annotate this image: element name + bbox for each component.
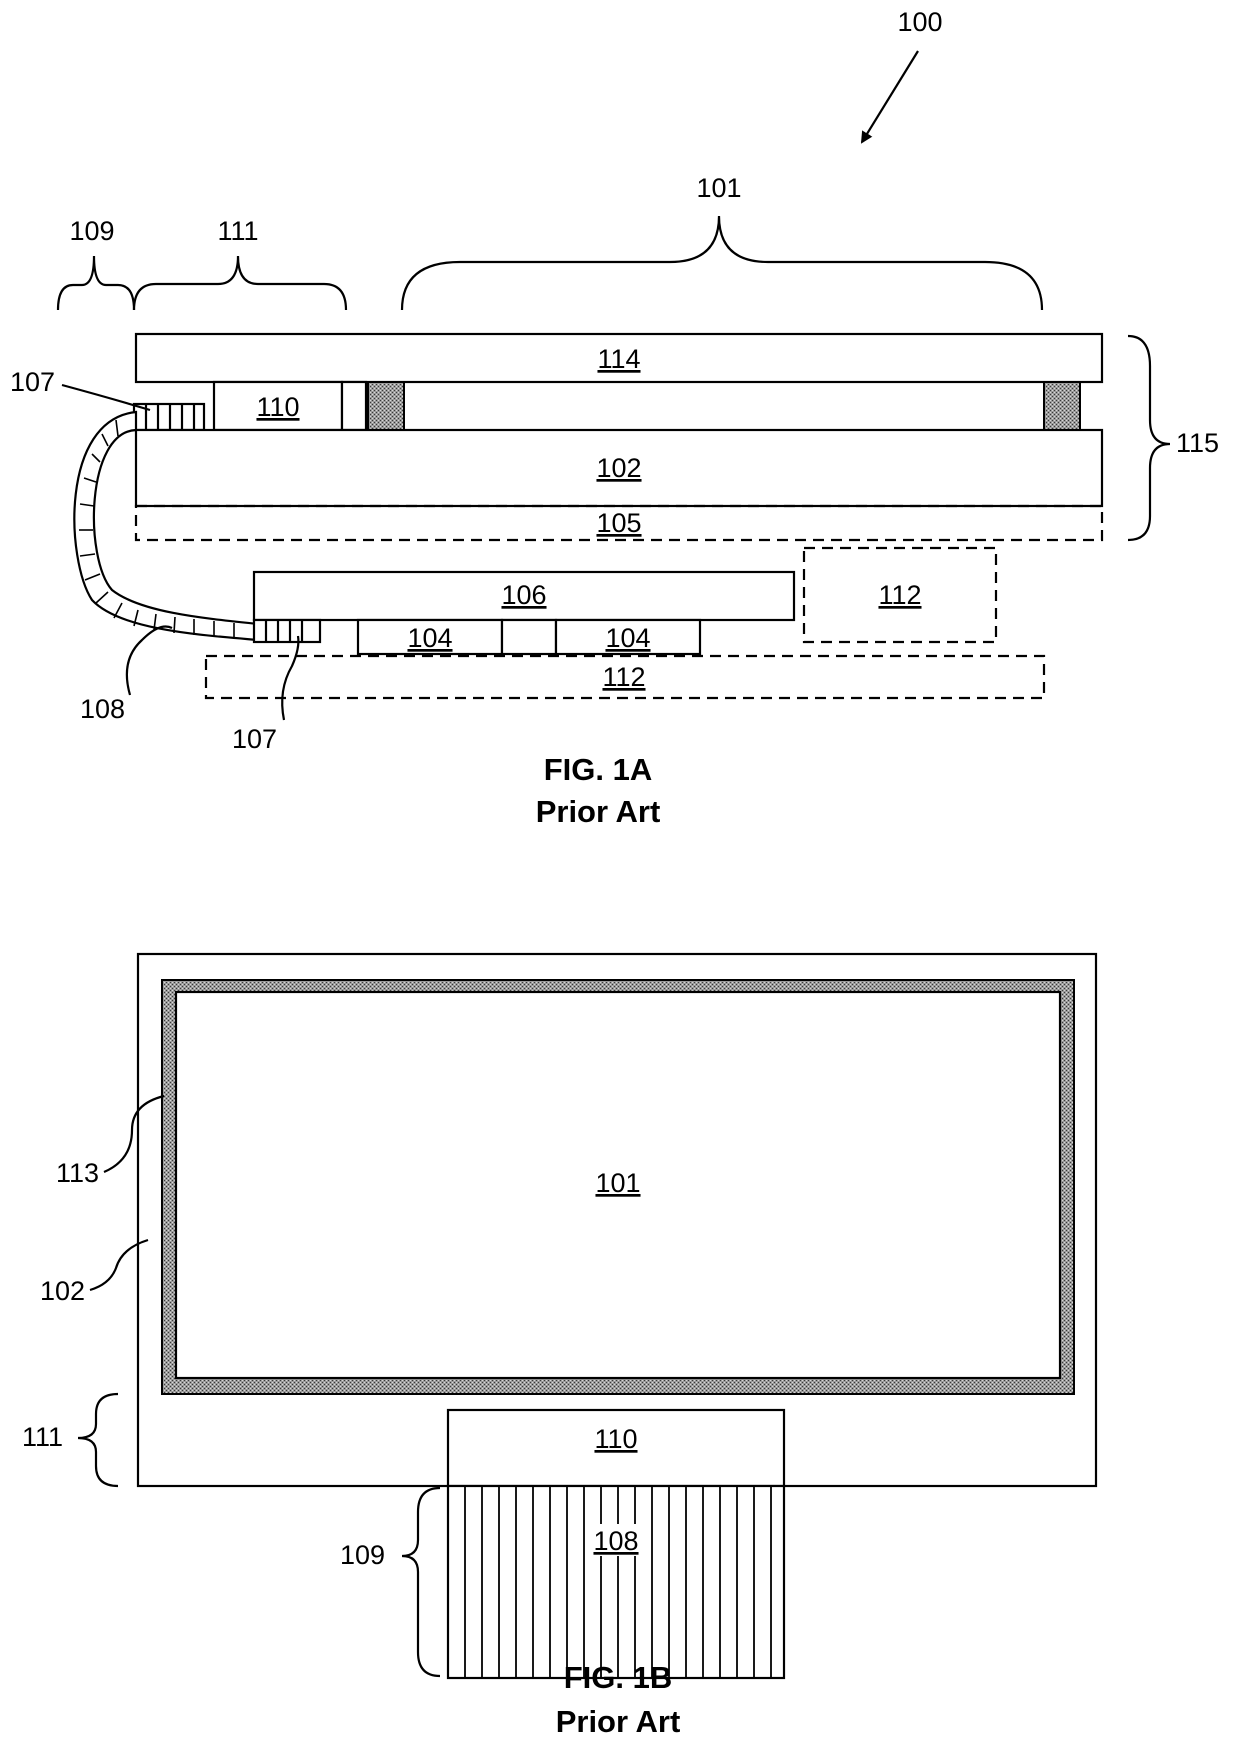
label-110: 110: [256, 392, 299, 422]
figure-1b: 101 113 102 111 110: [22, 954, 1096, 1739]
label-102: 102: [596, 453, 641, 483]
label-101-brace: 101: [696, 173, 741, 203]
label-110-b: 110: [594, 1424, 637, 1454]
label-115: 115: [1176, 428, 1219, 458]
label-105: 105: [596, 508, 641, 538]
label-113: 113: [56, 1158, 99, 1188]
spacer-block: [342, 382, 366, 430]
label-109-b: 109: [340, 1540, 385, 1570]
label-108-b: 108: [593, 1526, 638, 1556]
label-107-bottom: 107: [232, 724, 277, 754]
label-109-brace: 109: [69, 216, 114, 246]
seal-right: [1044, 382, 1080, 430]
label-114: 114: [597, 344, 640, 374]
caption-fig-1b-sub: Prior Art: [556, 1704, 681, 1739]
label-101-center: 101: [595, 1168, 640, 1198]
caption-fig-1a: FIG. 1A: [544, 752, 653, 787]
connector-107-bottom: [254, 620, 320, 642]
label-104-left: 104: [407, 623, 452, 653]
brace-115: [1128, 336, 1170, 540]
brace-101: [402, 216, 1042, 310]
label-106: 106: [501, 580, 546, 610]
caption-fig-1b: FIG. 1B: [564, 1660, 673, 1695]
chip-104-spacer: [502, 620, 556, 654]
label-107-top: 107: [10, 367, 55, 397]
brace-109: [58, 256, 134, 310]
label-111-b: 111: [22, 1422, 63, 1452]
label-104-right: 104: [605, 623, 650, 653]
label-108: 108: [80, 694, 125, 724]
figure-1a: 100 101 109 111 115 114 110: [10, 7, 1219, 829]
brace-111-b: [78, 1394, 118, 1486]
brace-109-b: [402, 1488, 440, 1676]
arrow-100: [862, 51, 918, 142]
leader-107-bottom: [282, 636, 298, 720]
label-111-brace: 111: [217, 216, 258, 246]
leader-107-top: [62, 385, 150, 410]
label-112-side: 112: [878, 580, 921, 610]
label-100: 100: [897, 7, 942, 37]
label-102-b: 102: [40, 1276, 85, 1306]
caption-fig-1a-sub: Prior Art: [536, 794, 661, 829]
brace-111: [134, 256, 346, 310]
seal-left: [368, 382, 404, 430]
leader-108: [127, 627, 172, 696]
label-112-bottom: 112: [602, 662, 645, 692]
